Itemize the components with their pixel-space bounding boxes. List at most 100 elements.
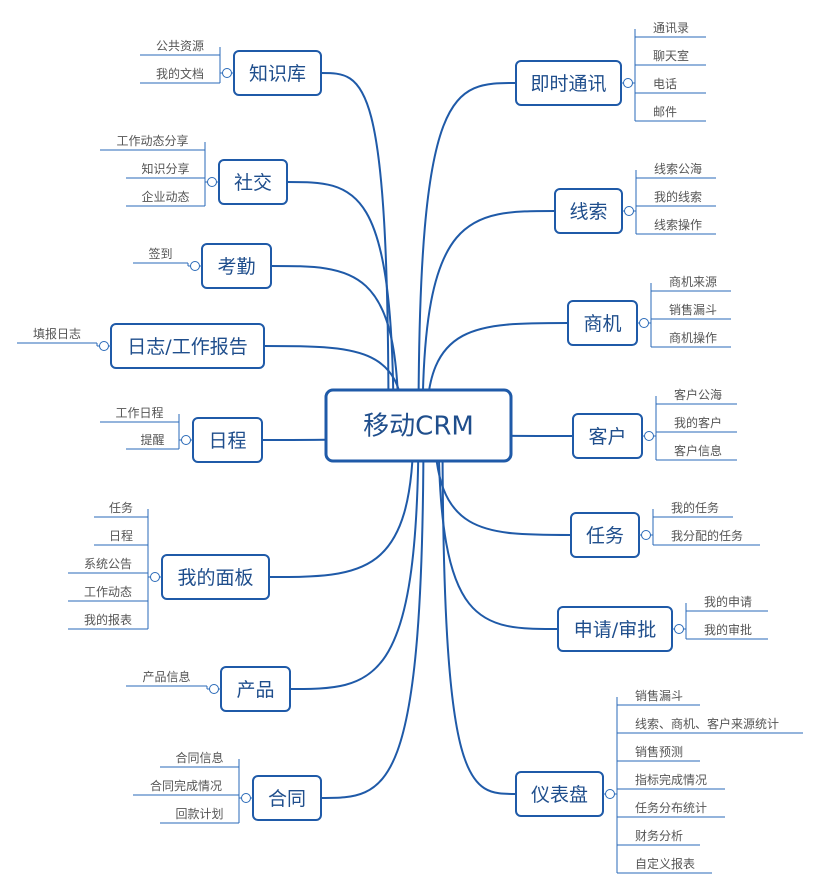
leaf-item[interactable]: 自定义报表 bbox=[616, 794, 712, 874]
leaf-item[interactable]: 邮件 bbox=[634, 83, 706, 122]
leaf-label: 财务分析 bbox=[635, 828, 683, 843]
branch-label: 考勤 bbox=[217, 256, 255, 278]
leaf-item[interactable]: 合同完成情况 bbox=[133, 778, 240, 798]
leaf-label: 系统公告 bbox=[84, 557, 132, 571]
leaf-item[interactable]: 工作动态 bbox=[68, 577, 149, 602]
collapse-toggle-icon[interactable] bbox=[222, 68, 232, 78]
leaf-label: 聊天室 bbox=[653, 48, 689, 63]
connector-attendance bbox=[270, 265, 400, 426]
collapse-toggle-icon[interactable] bbox=[605, 789, 615, 799]
leaf-item[interactable]: 客户信息 bbox=[655, 436, 737, 461]
collapse-toggle-icon[interactable] bbox=[241, 793, 251, 803]
leaf-item[interactable]: 我的客户 bbox=[655, 415, 737, 436]
leaf-label: 邮件 bbox=[653, 105, 677, 119]
collapse-toggle-icon[interactable] bbox=[644, 431, 654, 441]
leaf-label: 合同完成情况 bbox=[150, 778, 222, 793]
leaf-item[interactable]: 我的线索 bbox=[635, 189, 716, 211]
branch-label: 线索 bbox=[569, 201, 607, 223]
branch-label: 日程 bbox=[208, 430, 246, 452]
leaf-item[interactable]: 任务分布统计 bbox=[616, 794, 725, 818]
leaf-label: 我的审批 bbox=[704, 622, 752, 637]
branch-label: 客户 bbox=[588, 426, 626, 448]
center-node[interactable]: 移动CRM bbox=[324, 388, 513, 463]
leaf-item[interactable]: 企业动态 bbox=[126, 182, 206, 207]
leaf-item[interactable]: 知识分享 bbox=[126, 161, 206, 182]
leaf-item[interactable]: 我的文档 bbox=[140, 66, 221, 84]
leaf-label: 商机来源 bbox=[669, 274, 717, 289]
collapse-toggle-icon[interactable] bbox=[209, 684, 219, 694]
connector-leads bbox=[421, 210, 556, 426]
branch-attendance[interactable]: 考勤 签到 bbox=[133, 243, 272, 289]
collapse-toggle-icon[interactable] bbox=[674, 624, 684, 634]
connector-knowledge bbox=[320, 72, 390, 426]
leaf-item[interactable]: 工作动态分享 bbox=[100, 133, 206, 182]
connector-im bbox=[417, 82, 517, 426]
leaf-item[interactable]: 线索操作 bbox=[635, 211, 716, 235]
collapse-toggle-icon[interactable] bbox=[99, 341, 109, 351]
center-label: 移动CRM bbox=[363, 412, 474, 442]
leaf-item[interactable]: 产品信息 bbox=[126, 669, 208, 689]
leaf-item[interactable]: 我分配的任务 bbox=[652, 528, 760, 546]
leaf-label: 线索操作 bbox=[654, 217, 702, 232]
leaf-item[interactable]: 工作日程 bbox=[100, 405, 180, 440]
leaf-label: 提醒 bbox=[140, 432, 164, 447]
connector-contract bbox=[320, 425, 425, 799]
connector-product bbox=[289, 425, 420, 690]
branch-label: 我的面板 bbox=[177, 567, 253, 589]
leaf-item[interactable]: 商机来源 bbox=[650, 274, 731, 323]
collapse-toggle-icon[interactable] bbox=[207, 177, 217, 187]
collapse-toggle-icon[interactable] bbox=[624, 206, 634, 216]
leaf-item[interactable]: 我的报表 bbox=[68, 577, 149, 630]
collapse-toggle-icon[interactable] bbox=[639, 318, 649, 328]
leaf-item[interactable]: 日程 bbox=[94, 528, 149, 577]
branch-label: 任务 bbox=[586, 525, 624, 547]
leaf-item[interactable]: 签到 bbox=[133, 246, 189, 266]
leaf-item[interactable]: 销售漏斗 bbox=[650, 302, 731, 323]
leaf-item[interactable]: 回款计划 bbox=[160, 798, 240, 824]
leaf-label: 销售漏斗 bbox=[669, 302, 717, 317]
leaf-item[interactable]: 公共资源 bbox=[140, 39, 221, 73]
leaf-label: 我的线索 bbox=[654, 189, 702, 204]
leaf-item[interactable]: 聊天室 bbox=[634, 48, 706, 83]
collapse-toggle-icon[interactable] bbox=[641, 530, 651, 540]
leaf-item[interactable]: 我的申请 bbox=[685, 594, 768, 629]
branch-label: 知识库 bbox=[249, 63, 306, 85]
leaf-label: 我的客户 bbox=[674, 415, 722, 430]
leaf-item[interactable]: 电话 bbox=[634, 77, 706, 94]
leaf-label: 企业动态 bbox=[141, 189, 189, 204]
collapse-toggle-icon[interactable] bbox=[623, 78, 633, 88]
leaf-label: 销售漏斗 bbox=[635, 688, 683, 703]
collapse-toggle-icon[interactable] bbox=[150, 572, 160, 582]
leaf-item[interactable]: 我的任务 bbox=[652, 500, 733, 535]
leaf-item[interactable]: 系统公告 bbox=[68, 557, 149, 577]
leaf-item[interactable]: 填报日志 bbox=[17, 326, 98, 346]
branch-dashboard[interactable]: 仪表盘销售漏斗线索、商机、客户来源统计销售预测指标完成情况任务分布统计财务分析自… bbox=[515, 688, 803, 874]
collapse-toggle-icon[interactable] bbox=[181, 435, 191, 445]
leaf-label: 销售预测 bbox=[635, 744, 683, 759]
leaf-item[interactable]: 商机操作 bbox=[650, 323, 731, 348]
branch-label: 商机 bbox=[583, 313, 621, 335]
branch-label: 仪表盘 bbox=[531, 784, 588, 806]
leaf-label: 我的申请 bbox=[704, 594, 752, 609]
leaf-item[interactable]: 指标完成情况 bbox=[616, 772, 725, 794]
leaf-item[interactable]: 我的审批 bbox=[685, 622, 768, 640]
leaf-item[interactable]: 提醒 bbox=[126, 432, 180, 450]
leaf-item[interactable]: 客户公海 bbox=[655, 387, 737, 436]
leaf-label: 日程 bbox=[109, 528, 133, 543]
leaf-item[interactable]: 合同信息 bbox=[160, 750, 240, 798]
collapse-toggle-icon[interactable] bbox=[190, 261, 200, 271]
branch-label: 即时通讯 bbox=[530, 73, 606, 95]
